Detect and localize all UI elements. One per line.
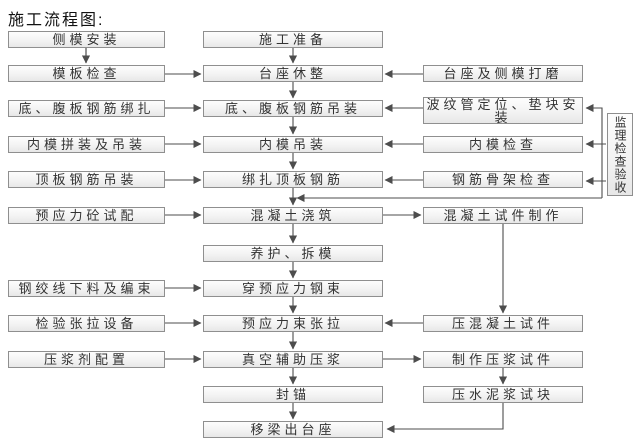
node-seal-anchor: 封锚 <box>203 386 383 403</box>
node-grout-specimen-make: 制作压浆试件 <box>423 351 583 368</box>
node-inner-form-assemble-hoist: 内模拼装及吊装 <box>8 136 165 153</box>
node-bottom-web-rebar-hoist: 底、腹板钢筋吊装 <box>203 100 383 117</box>
right-to-middle-arrows <box>384 69 423 328</box>
node-duct-position-pad-install: 波纹管定位、垫块安装 <box>423 97 583 124</box>
node-pedestal-side-form-grind: 台座及侧模打磨 <box>423 65 583 82</box>
node-cure-demold: 养护、拆模 <box>203 245 383 262</box>
left-to-middle-arrows <box>165 69 202 364</box>
node-press-concrete-specimen: 压混凝土试件 <box>423 315 583 332</box>
node-supervision-check-accept: 监理检查验收 <box>607 113 633 196</box>
node-press-cement-grout-block: 压水泥浆试块 <box>423 386 583 403</box>
node-move-beam-off-pedestal: 移梁出台座 <box>203 421 383 438</box>
node-construction-prep: 施工准备 <box>203 31 383 48</box>
node-inner-form-hoist: 内模吊装 <box>203 136 383 153</box>
node-inner-form-check: 内模检查 <box>423 136 583 153</box>
node-grout-agent-prep: 压浆剂配置 <box>8 351 165 368</box>
node-check-tension-equipment: 检验张拉设备 <box>8 315 165 332</box>
node-rebar-frame-check: 钢筋骨架检查 <box>423 171 583 188</box>
node-bottom-web-rebar-tie: 底、腹板钢筋绑扎 <box>8 100 165 117</box>
supervision-feedback-lines <box>296 103 606 203</box>
node-side-form-install: 侧模安装 <box>8 31 165 48</box>
node-concrete-specimen-make: 混凝土试件制作 <box>423 207 583 224</box>
node-formwork-check: 模板检查 <box>8 65 165 82</box>
flow-arrow <box>585 103 603 198</box>
node-vacuum-assist-grouting: 真空辅助压浆 <box>203 351 383 368</box>
node-top-rebar-hoist: 顶板钢筋吊装 <box>8 171 165 188</box>
node-strand-cut-bundle: 钢绞线下料及编束 <box>8 280 165 297</box>
page-title: 施工流程图: <box>8 12 105 29</box>
flow-arrow <box>386 403 504 434</box>
vertical-flow-arrows <box>81 48 508 420</box>
node-thread-prestress-strand: 穿预应力钢束 <box>203 280 383 297</box>
node-top-rebar-tie: 绑扎顶板钢筋 <box>203 171 383 188</box>
node-pedestal-rest: 台座休整 <box>203 65 383 82</box>
node-prestress-tension: 预应力束张拉 <box>203 315 383 332</box>
node-prestress-concrete-trial-mix: 预应力砼试配 <box>8 207 165 224</box>
node-concrete-pour: 混凝土浇筑 <box>203 207 383 224</box>
middle-to-right-arrows <box>383 210 422 364</box>
grout-block-return-line <box>386 403 504 434</box>
